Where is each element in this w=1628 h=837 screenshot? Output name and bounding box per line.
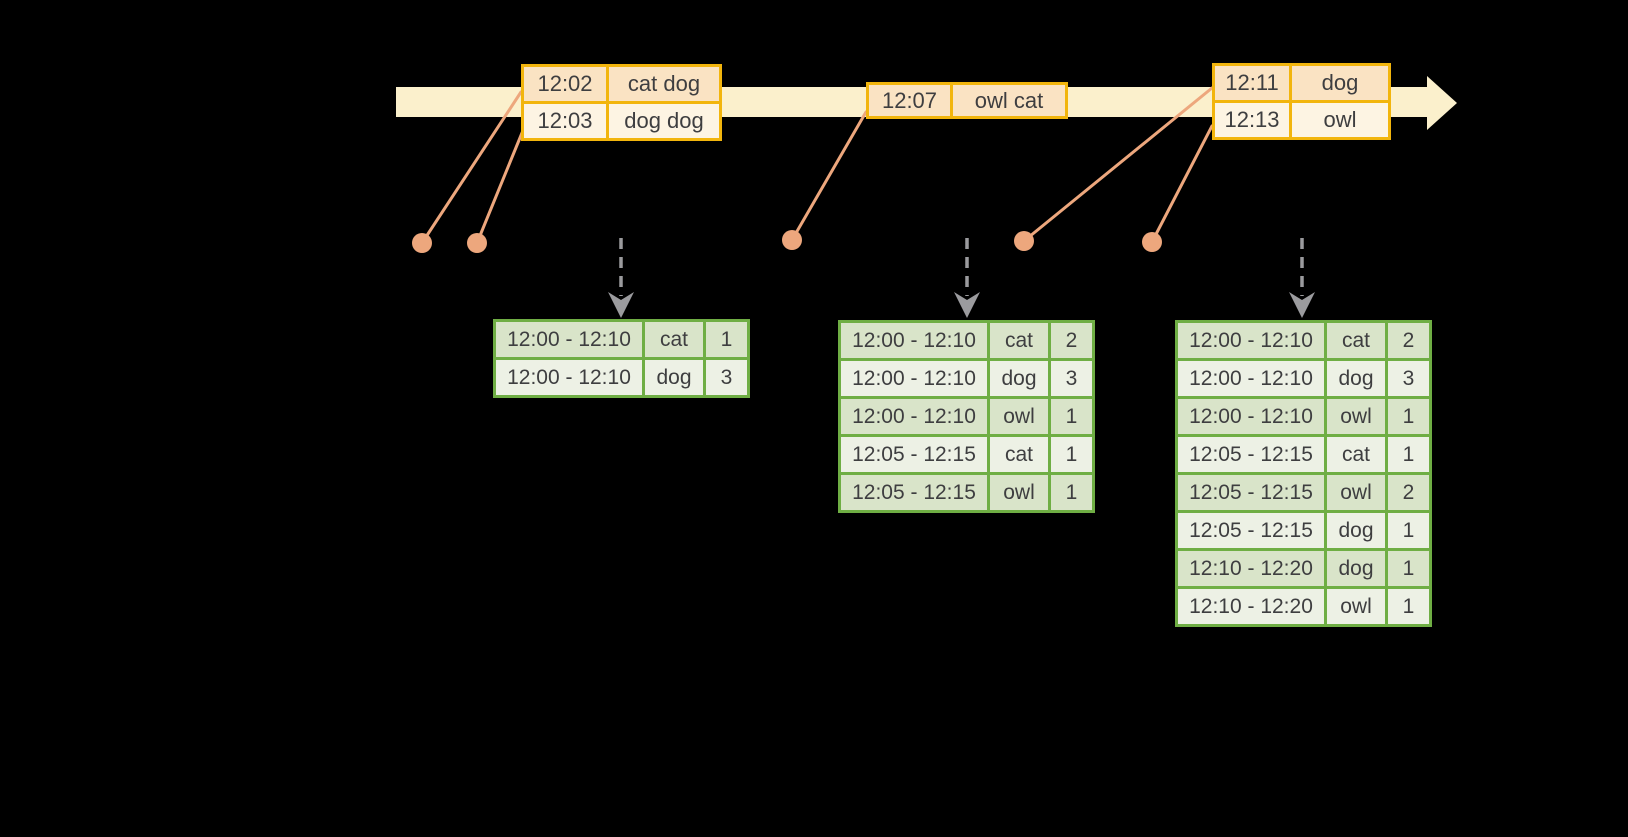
result-window-cell: 12:00 - 12:10 bbox=[496, 360, 642, 395]
result-count-cell: 1 bbox=[1388, 589, 1429, 624]
result-count-cell: 1 bbox=[1388, 551, 1429, 586]
result-word-cell: owl bbox=[1327, 399, 1385, 434]
result-word-cell: dog bbox=[645, 360, 703, 395]
event-words-cell: dog dog bbox=[609, 104, 719, 138]
event-words-cell: owl cat bbox=[953, 85, 1065, 116]
result-count-cell: 3 bbox=[706, 360, 747, 395]
result-window-cell: 12:05 - 12:15 bbox=[1178, 513, 1324, 548]
event-connector-line bbox=[1150, 124, 1214, 244]
trigger-arrowhead-icon bbox=[608, 292, 634, 318]
event-table-1: 12:02 cat dog 12:03 dog dog bbox=[521, 64, 722, 141]
result-count-cell: 1 bbox=[1051, 437, 1092, 472]
result-word-cell: owl bbox=[1327, 475, 1385, 510]
result-count-cell: 1 bbox=[1388, 399, 1429, 434]
result-window-cell: 12:00 - 12:10 bbox=[496, 322, 642, 357]
result-window-cell: 12:10 - 12:20 bbox=[1178, 589, 1324, 624]
event-time-cell: 12:11 bbox=[1215, 66, 1289, 100]
result-table-2: 12:00 - 12:10 cat 2 12:00 - 12:10 dog 3 … bbox=[838, 320, 1095, 513]
result-word-cell: cat bbox=[990, 323, 1048, 358]
trigger-arrowhead-icon bbox=[1289, 292, 1315, 318]
event-table-2: 12:07 owl cat bbox=[866, 82, 1068, 119]
result-word-cell: cat bbox=[1327, 437, 1385, 472]
result-word-cell: dog bbox=[1327, 551, 1385, 586]
result-word-cell: cat bbox=[645, 322, 703, 357]
result-count-cell: 3 bbox=[1388, 361, 1429, 396]
result-count-cell: 3 bbox=[1051, 361, 1092, 396]
trigger-arrowhead-icon bbox=[954, 292, 980, 318]
result-word-cell: owl bbox=[1327, 589, 1385, 624]
result-window-cell: 12:00 - 12:10 bbox=[1178, 323, 1324, 358]
timeline-arrowhead-icon bbox=[1427, 76, 1457, 130]
event-point-dot bbox=[1142, 232, 1162, 252]
result-table-3: 12:00 - 12:10 cat 2 12:00 - 12:10 dog 3 … bbox=[1175, 320, 1432, 627]
event-connector-line bbox=[1022, 86, 1214, 243]
result-word-cell: owl bbox=[990, 399, 1048, 434]
result-word-cell: dog bbox=[1327, 513, 1385, 548]
result-window-cell: 12:10 - 12:20 bbox=[1178, 551, 1324, 586]
event-time-cell: 12:03 bbox=[524, 104, 606, 138]
result-word-cell: cat bbox=[1327, 323, 1385, 358]
event-time-cell: 12:13 bbox=[1215, 103, 1289, 137]
result-count-cell: 2 bbox=[1051, 323, 1092, 358]
result-count-cell: 1 bbox=[1051, 399, 1092, 434]
event-time-cell: 12:07 bbox=[869, 85, 950, 116]
result-table-1: 12:00 - 12:10 cat 1 12:00 - 12:10 dog 3 bbox=[493, 319, 750, 398]
event-connector-line bbox=[475, 126, 526, 245]
result-window-cell: 12:05 - 12:15 bbox=[841, 475, 987, 510]
event-connector-line bbox=[420, 90, 523, 245]
result-count-cell: 1 bbox=[1388, 513, 1429, 548]
result-window-cell: 12:05 - 12:15 bbox=[1178, 437, 1324, 472]
event-point-dot bbox=[1014, 231, 1034, 251]
result-window-cell: 12:00 - 12:10 bbox=[841, 361, 987, 396]
result-count-cell: 2 bbox=[1388, 475, 1429, 510]
result-count-cell: 1 bbox=[706, 322, 747, 357]
result-window-cell: 12:05 - 12:15 bbox=[841, 437, 987, 472]
trigger-arrows bbox=[608, 238, 1315, 318]
result-window-cell: 12:05 - 12:15 bbox=[1178, 475, 1324, 510]
result-count-cell: 2 bbox=[1388, 323, 1429, 358]
event-table-3: 12:11 dog 12:13 owl bbox=[1212, 63, 1391, 140]
result-window-cell: 12:00 - 12:10 bbox=[1178, 399, 1324, 434]
result-window-cell: 12:00 - 12:10 bbox=[841, 399, 987, 434]
event-words-cell: owl bbox=[1292, 103, 1388, 137]
result-count-cell: 1 bbox=[1051, 475, 1092, 510]
result-word-cell: dog bbox=[990, 361, 1048, 396]
result-word-cell: owl bbox=[990, 475, 1048, 510]
event-words-cell: cat dog bbox=[609, 67, 719, 101]
event-point-dot bbox=[467, 233, 487, 253]
event-point-dot bbox=[412, 233, 432, 253]
event-point-dot bbox=[782, 230, 802, 250]
event-words-cell: dog bbox=[1292, 66, 1388, 100]
event-time-cell: 12:02 bbox=[524, 67, 606, 101]
event-connectors bbox=[412, 86, 1214, 253]
result-window-cell: 12:00 - 12:10 bbox=[1178, 361, 1324, 396]
result-word-cell: cat bbox=[990, 437, 1048, 472]
result-word-cell: dog bbox=[1327, 361, 1385, 396]
result-count-cell: 1 bbox=[1388, 437, 1429, 472]
event-connector-line bbox=[790, 110, 868, 242]
result-window-cell: 12:00 - 12:10 bbox=[841, 323, 987, 358]
